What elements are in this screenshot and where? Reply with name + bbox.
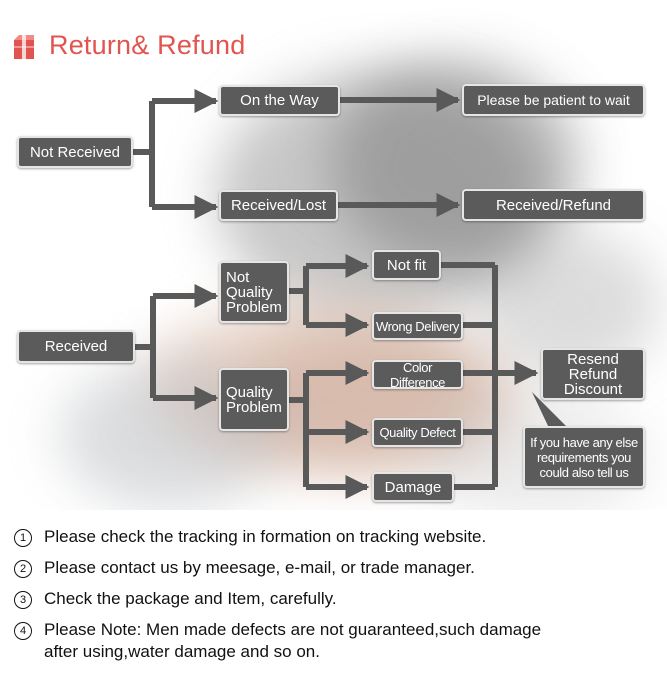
note-text: Please check the tracking in formation o…: [44, 527, 487, 546]
not-fit-box: Not fit: [372, 250, 441, 280]
resend-refund-discount-box: Resend Refund Discount: [541, 348, 645, 400]
note-number: 4: [14, 622, 32, 640]
not-quality-problem-box: Not Quality Problem: [219, 261, 289, 323]
note-item: 2 Please contact us by meesage, e-mail, …: [14, 557, 654, 579]
notes-list: 1 Please check the tracking in formation…: [14, 526, 654, 672]
quality-problem-box: Quality Problem: [219, 368, 289, 431]
parcel-icon: [14, 35, 34, 59]
other-requirements-callout: If you have any else requirements you co…: [523, 426, 645, 488]
quality-defect-box: Quality Defect: [372, 418, 463, 447]
callout-pointer: [532, 392, 568, 428]
not-received-box: Not Received: [17, 136, 133, 168]
note-number: 3: [14, 591, 32, 609]
received-lost-box: Received/Lost: [219, 190, 338, 221]
page-title: Return& Refund: [49, 30, 246, 60]
color-difference-box: Color Difference: [372, 360, 463, 390]
note-item: 3 Check the package and Item, carefully.: [14, 588, 654, 610]
be-patient-box: Please be patient to wait: [462, 84, 645, 116]
note-text: Check the package and Item, carefully.: [44, 589, 337, 608]
damage-box: Damage: [372, 472, 454, 502]
note-number: 2: [14, 560, 32, 578]
on-the-way-box: On the Way: [219, 85, 340, 116]
received-refund-box: Received/Refund: [462, 189, 645, 221]
received-box: Received: [17, 330, 135, 363]
note-item: 1 Please check the tracking in formation…: [14, 526, 654, 548]
note-item: 4 Please Note: Men made defects are not …: [14, 619, 654, 663]
wrong-delivery-box: Wrong Delivery: [372, 312, 463, 340]
note-number: 1: [14, 529, 32, 547]
note-text: Please Note: Men made defects are not gu…: [44, 620, 542, 661]
note-text: Please contact us by meesage, e-mail, or…: [44, 558, 475, 577]
flow-connectors: [133, 88, 539, 499]
